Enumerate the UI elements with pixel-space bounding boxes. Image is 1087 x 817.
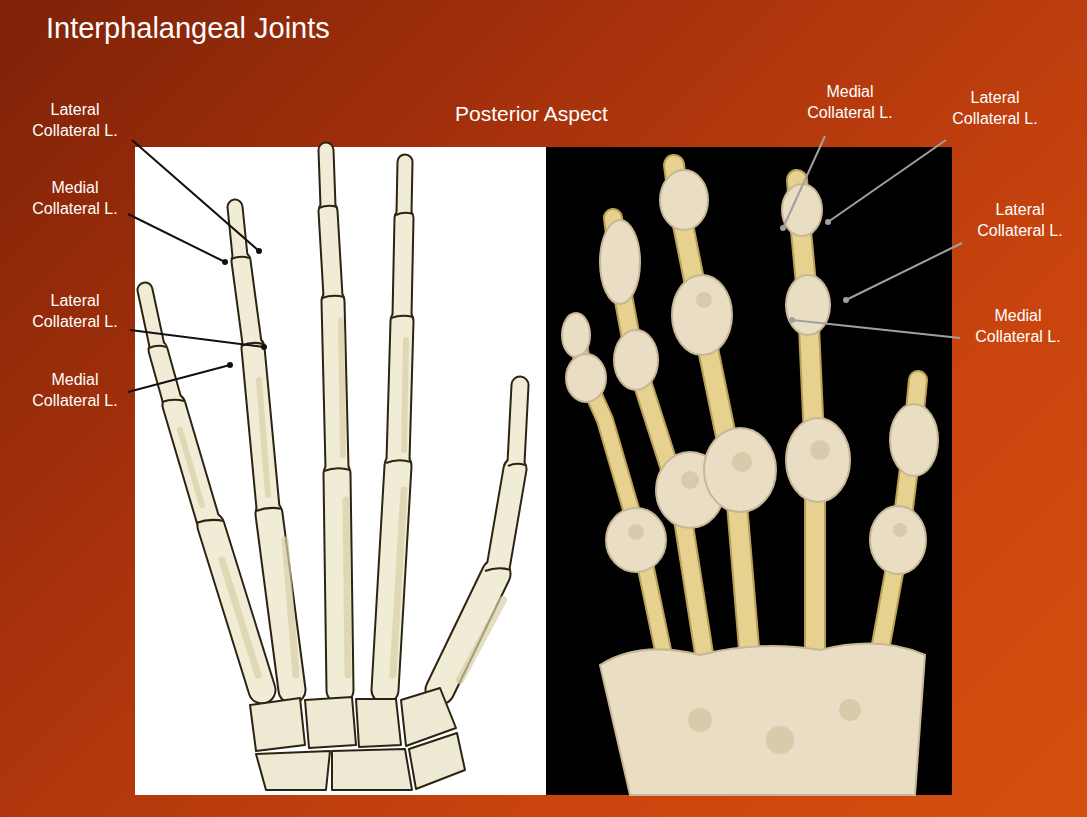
photo-leader-dots <box>780 219 849 323</box>
photo-bone-edges <box>574 165 918 660</box>
leader-dots <box>222 248 267 368</box>
ligament-label: Lateral Collateral L. <box>965 200 1075 242</box>
ligament-label: Medial Collateral L. <box>20 370 130 412</box>
ligament-label: Medial Collateral L. <box>20 178 130 220</box>
bone-shading <box>180 320 503 680</box>
photo-texture <box>628 292 907 754</box>
view-heading: Posterior Aspect <box>455 102 608 126</box>
bone-outlines <box>145 150 520 690</box>
ligament-label: Medial Collateral L. <box>963 306 1073 348</box>
slide-title: Interphalangeal Joints <box>46 12 330 45</box>
white-panel <box>135 147 546 795</box>
ligament-label: Lateral Collateral L. <box>20 291 130 333</box>
leader-lines <box>128 140 264 392</box>
photo-bones <box>574 165 918 660</box>
joint-lines <box>149 206 525 571</box>
ligament-label: Medial Collateral L. <box>795 82 905 124</box>
photo-ligaments <box>562 170 938 795</box>
bone-fills <box>145 150 520 690</box>
carpal-bones <box>250 688 465 790</box>
ligament-label: Lateral Collateral L. <box>20 100 130 142</box>
ligament-label: Lateral Collateral L. <box>940 88 1050 130</box>
black-panel <box>546 147 952 795</box>
photo-leader-lines <box>783 136 962 338</box>
